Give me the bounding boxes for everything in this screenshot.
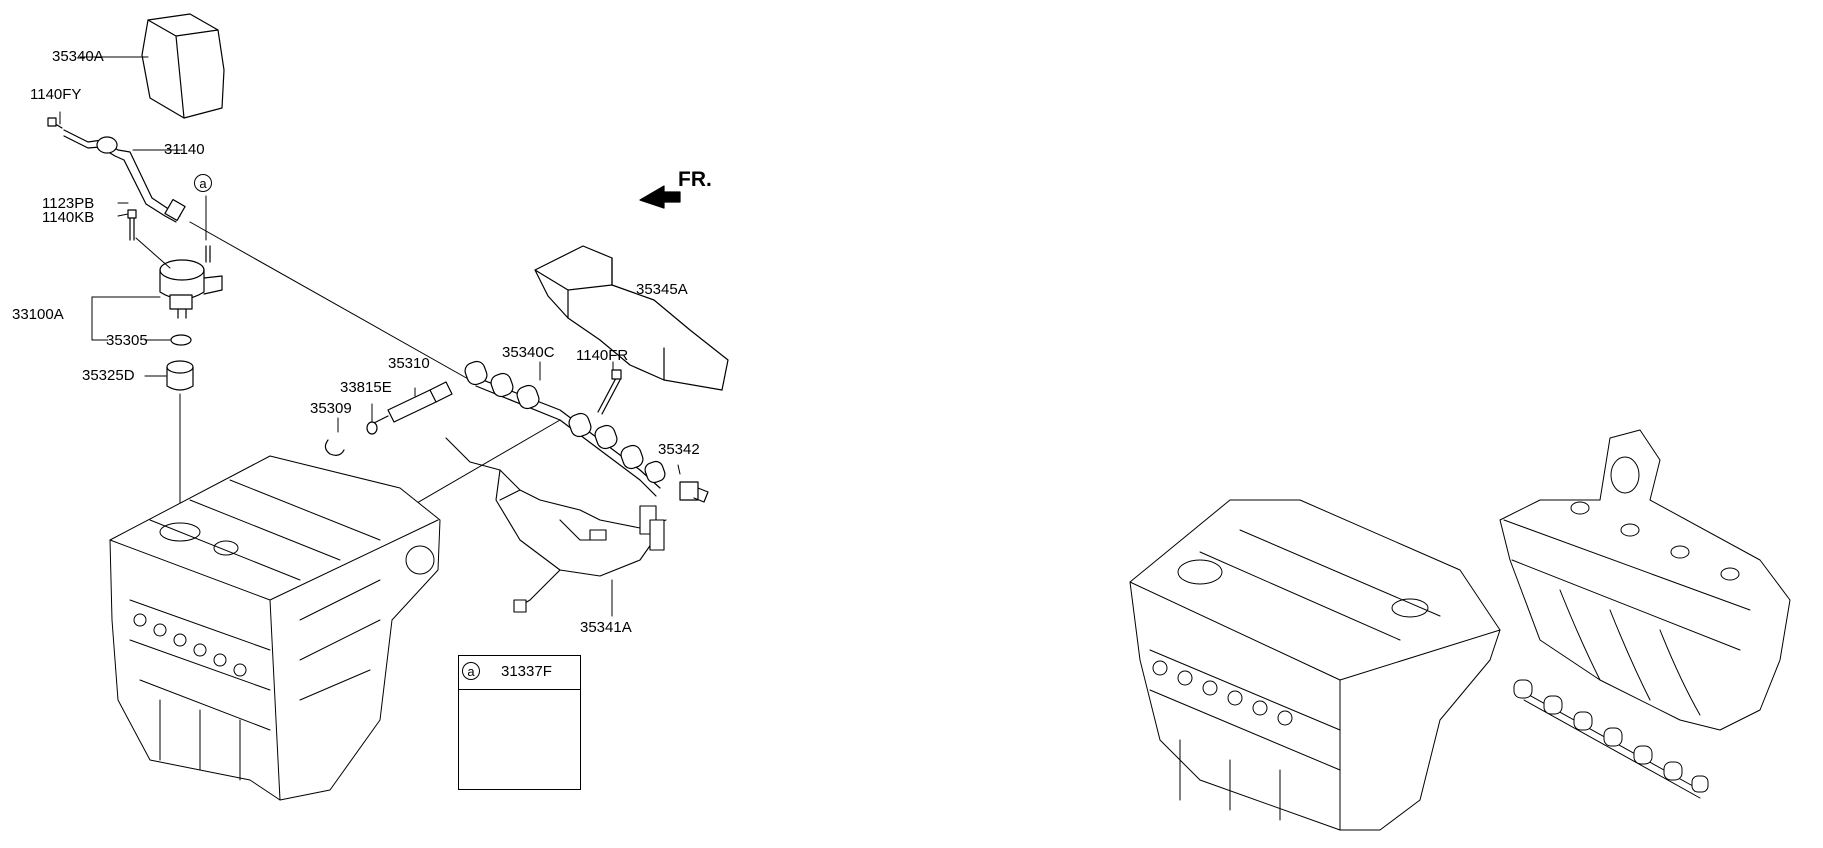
detail-part-number: 31337F [501,663,552,680]
label-33100A: 33100A [12,306,64,323]
label-1140FY: 1140FY [30,86,82,103]
label-35342: 35342 [658,441,700,458]
label-35340A: 35340A [52,48,104,65]
detail-ref-marker: a [462,662,480,680]
engine-cover-part [141,13,225,119]
label-35340C: 35340C [502,344,555,361]
label-35310: 35310 [388,355,430,372]
high-pressure-pump-part [159,245,223,319]
pressure-sensor-part [679,481,709,503]
front-indicator: FR. [678,168,712,191]
engine-block-right [1129,499,1501,831]
label-33815E: 33815E [340,379,392,396]
o-ring-part [170,334,192,346]
injector-clip-part [324,439,345,456]
rail-bolt-part [597,369,622,415]
injector-part [371,381,453,425]
front-arrow-icon [639,185,681,209]
injector-seal-part [366,421,378,435]
label-1140KB: 1140KB [42,209,95,226]
label-1123PB: 1123PB [42,195,95,212]
label-35305: 35305 [106,332,148,349]
fuel-pipe-part [47,117,186,223]
detail-inset-header: a 31337F [459,656,580,690]
wiring-harness-part [445,437,667,613]
ref-marker-a: a [194,174,212,192]
fuel-rail-right-part [1513,679,1709,799]
intake-manifold-part [1499,429,1791,731]
heat-shield-part [534,245,729,391]
fuel-rail-part [464,360,666,497]
tappet-part [166,360,194,391]
label-35345A: 35345A [636,281,688,298]
label-35309: 35309 [310,400,352,417]
engine-block-left [109,455,441,801]
leader-lines [59,56,681,617]
label-31140: 31140 [164,141,205,158]
label-35341A: 35341A [580,619,632,636]
detail-inset: a 31337F [458,655,581,790]
mount-bolt-part [127,209,137,241]
label-35325D: 35325D [82,367,135,384]
label-1140FR: 1140FR [576,347,629,364]
